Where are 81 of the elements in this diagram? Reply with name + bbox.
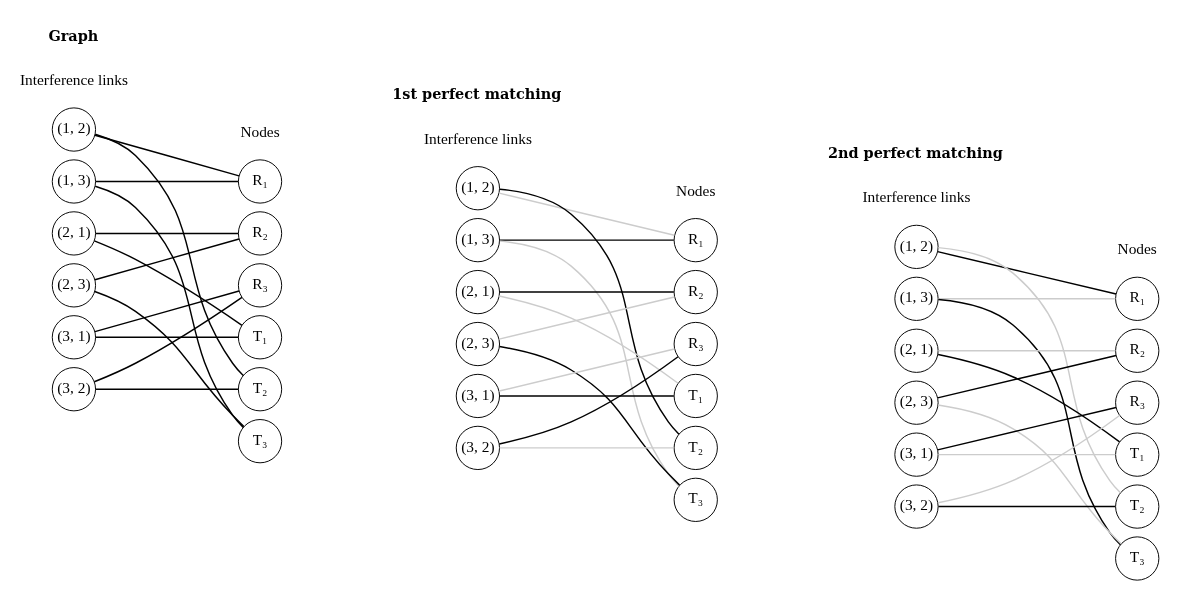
- connector: [498, 348, 676, 392]
- node-circle: R₁: [237, 159, 283, 204]
- node-circle: (3, 2): [455, 425, 500, 471]
- label: 2nd perfect matching: [828, 143, 1003, 161]
- connector: [94, 232, 240, 235]
- connector: [498, 239, 675, 241]
- node-circle: R₂: [237, 211, 283, 256]
- node-circle: (3, 2): [51, 367, 97, 412]
- connector: [94, 336, 240, 338]
- node-circle: R₁: [673, 218, 718, 263]
- node-circle: (1, 3): [894, 276, 939, 321]
- node-circle: T₂: [1115, 484, 1160, 529]
- node-circle: R₂: [1115, 328, 1160, 373]
- connector: [937, 414, 1121, 504]
- connector: [937, 505, 1117, 508]
- label: Interference links: [19, 71, 128, 89]
- label: 1st perfect matching: [392, 85, 562, 103]
- connector: [498, 296, 676, 340]
- node-circle: T₃: [673, 477, 718, 522]
- node-circle: (1, 3): [455, 218, 500, 263]
- connector: [498, 447, 675, 449]
- connector: [937, 298, 1122, 546]
- node-circle: (2, 3): [51, 263, 97, 308]
- connector: [936, 406, 1117, 451]
- node-circle: (2, 1): [894, 328, 939, 373]
- node-circle: (3, 1): [894, 432, 939, 477]
- connector: [498, 291, 675, 293]
- node-circle: T₁: [673, 373, 718, 419]
- node-circle: T₃: [237, 419, 283, 464]
- node-circle: (1, 2): [894, 224, 939, 269]
- connector: [937, 404, 1122, 545]
- node-circle: (1, 2): [51, 107, 97, 152]
- connector: [94, 290, 240, 333]
- connector: [937, 353, 1121, 443]
- connector: [498, 345, 681, 486]
- connector: [93, 296, 243, 383]
- connector: [94, 290, 245, 428]
- node-circle: R₂: [673, 269, 718, 315]
- connector: [936, 354, 1117, 399]
- node-circle: T₂: [673, 425, 718, 471]
- node-circle: R₁: [1115, 276, 1160, 321]
- label: Nodes: [240, 123, 280, 141]
- connector: [937, 298, 1117, 300]
- node-circle: (1, 2): [455, 166, 500, 211]
- connector: [498, 192, 676, 236]
- connector: [498, 356, 679, 445]
- connector: [937, 453, 1117, 456]
- node-circle: (1, 3): [51, 159, 97, 204]
- connector: [936, 250, 1117, 295]
- node-circle: T₂: [237, 367, 283, 412]
- connector: [498, 295, 679, 384]
- connector: [94, 185, 244, 429]
- connector: [94, 238, 240, 281]
- connector: [499, 188, 680, 435]
- connector: [94, 388, 240, 390]
- connector: [94, 133, 244, 377]
- connector: [94, 180, 240, 183]
- node-circle: (3, 1): [455, 373, 500, 419]
- connector: [498, 395, 675, 397]
- connector: [93, 240, 243, 327]
- node-circle: T₃: [1115, 536, 1160, 581]
- node-circle: (2, 1): [51, 211, 97, 256]
- label: Interference links: [862, 188, 971, 206]
- connector: [499, 240, 680, 487]
- node-circle: T₁: [1115, 432, 1160, 477]
- node-circle: (2, 3): [894, 380, 939, 425]
- node-circle: (3, 2): [894, 484, 939, 529]
- label: Interference links: [423, 129, 532, 147]
- connector: [94, 134, 240, 177]
- node-circle: (2, 3): [455, 321, 500, 367]
- label: Nodes: [1117, 240, 1157, 258]
- node-circle: R₃: [1115, 380, 1160, 425]
- node-circle: R₃: [673, 321, 718, 367]
- label: Nodes: [676, 181, 716, 199]
- node-circle: T₁: [237, 315, 283, 360]
- node-circle: (3, 1): [51, 315, 97, 360]
- connector: [937, 350, 1117, 352]
- node-circle: R₃: [237, 263, 283, 308]
- connector: [937, 246, 1122, 494]
- node-circle: (2, 1): [455, 269, 500, 315]
- label: Graph: [48, 26, 99, 44]
